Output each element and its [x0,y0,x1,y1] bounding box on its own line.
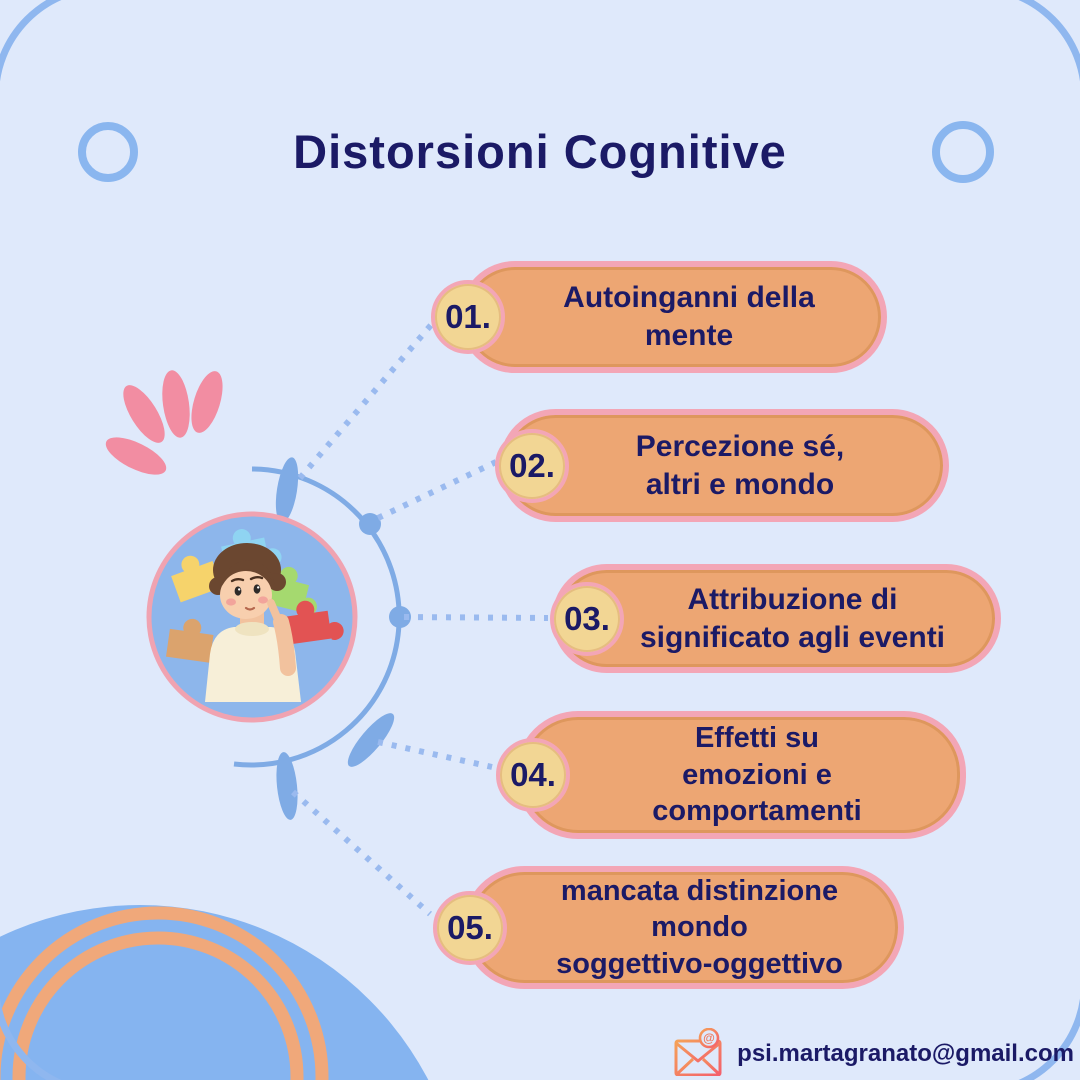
item-label: Effetti su emozioni e comportamenti [652,722,862,828]
dotted-connector-3 [403,614,549,621]
item-pill-5: 05. mancata distinzione mondo soggettivo… [433,866,904,989]
contact-email: psi.martagranato@gmail.com [737,1040,1074,1067]
item-label: mancata distinzione mondo soggettivo-ogg… [556,874,843,980]
connector-node-3 [389,606,411,628]
connector-node-1 [275,457,299,523]
item-pill-1: 01. Autoinganni della mente [431,261,887,373]
svg-text:@: @ [703,1031,715,1045]
item-number-badge: 05. [433,890,507,965]
center-illustration [146,511,358,723]
item-number-badge: 04. [496,738,570,812]
item-pill-2: 02. Percezione sé, altri e mondo [495,409,949,522]
connector-node-4 [347,713,395,767]
dotted-connector-1 [297,316,440,480]
dotted-connector-5 [291,789,432,917]
orange-ring-inner [12,931,304,1080]
puzzle-piece-yellow [171,555,233,603]
item-number-badge: 02. [495,428,569,503]
connector-node-5 [276,752,298,820]
puzzle-piece-tan [166,618,224,666]
dotted-connector-4 [377,739,493,770]
item-pill-4: 04. Effetti su emozioni e comportamenti [496,711,966,839]
title-ring-left [78,122,138,182]
orange-ring-outer [0,906,329,1080]
item-pill-3: 03. Attribuzione di significato agli eve… [550,564,1001,673]
connector-node-2 [359,513,381,535]
page-title: Distorsioni Cognitive [293,125,787,178]
thinking-person [205,543,301,702]
puzzle-piece-red [284,600,344,645]
contact-block: @ psi.martagranato@gmail.com [673,1028,1074,1076]
item-number-badge: 01. [431,280,505,354]
item-number-badge: 03. [550,581,624,656]
envelope-at-icon: @ [674,1028,722,1076]
title-ring-right [932,121,994,183]
item-label: Attribuzione di significato agli eventi [639,582,946,654]
dotted-connector-2 [376,459,498,521]
pink-petals [105,370,223,475]
item-label: Autoinganni della mente [563,281,815,352]
item-label: Percezione sé, altri e mondo [635,429,845,501]
